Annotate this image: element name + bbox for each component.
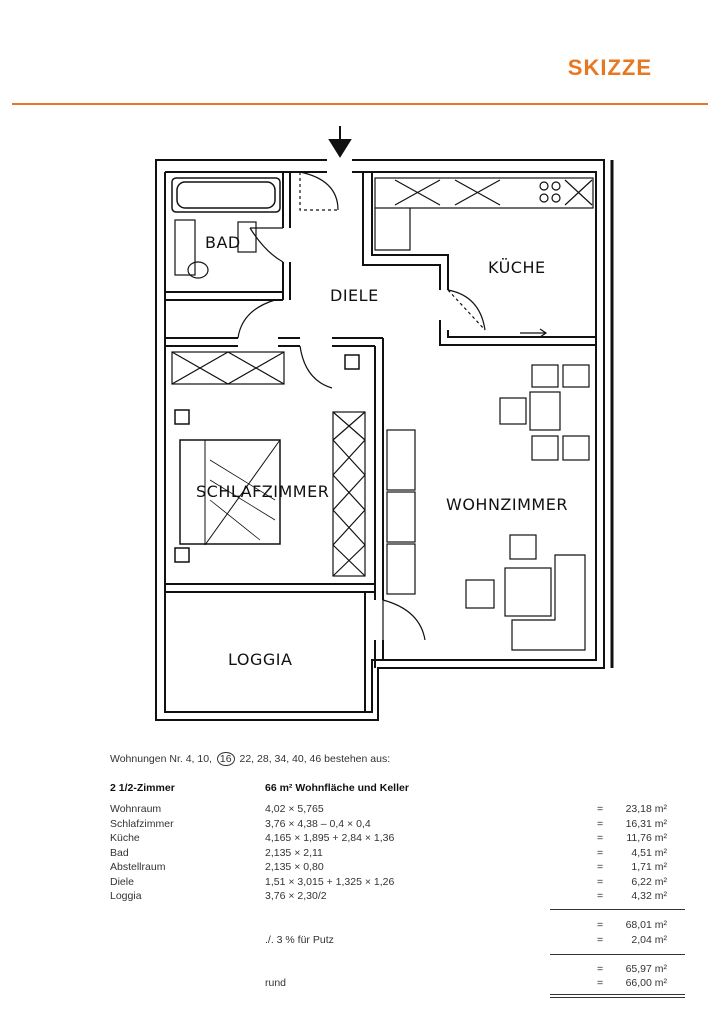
floor-plan: BAD DIELE KÜCHE SCHLAFZIMMER WOHNZIMMER …: [155, 126, 614, 721]
rund-row: rund = 66,00 m²: [110, 977, 685, 991]
subtotal-row: = 68,01 m²: [110, 919, 685, 933]
entrance-arrow-icon: [328, 126, 352, 158]
apartment-type: 2 1/2-Zimmer: [110, 782, 175, 794]
putz-area: 2,04 m²: [631, 934, 667, 946]
double-underline: [550, 994, 685, 995]
equals-sign: =: [597, 817, 604, 830]
apartment-description: 66 m² Wohnfläche und Keller: [265, 782, 409, 794]
room-calculation: 4,02 × 5,765: [265, 803, 324, 815]
putz-label: ./. 3 % für Putz: [265, 934, 334, 946]
room-area: 16,31 m²: [625, 817, 667, 830]
room-area: 4,32 m²: [631, 890, 667, 902]
area-row: Loggia 3,76 × 2,30/2 = 4,32 m²: [110, 890, 685, 904]
type-line: 2 1/2-Zimmer 66 m² Wohnfläche und Keller: [110, 782, 685, 796]
door-swing-icon: [237, 171, 486, 641]
equals-sign: =: [597, 919, 604, 931]
sum-divider: [550, 909, 685, 910]
equals-sign: =: [597, 934, 604, 946]
intro-prefix: Wohnungen Nr. 4, 10,: [110, 753, 212, 765]
header-divider: [12, 103, 708, 105]
kitchen-counter: [374, 177, 594, 251]
area-row: Abstellraum 2,135 × 0,80 = 1,71 m²: [110, 861, 685, 875]
room-calculation: 3,76 × 4,38 – 0,4 × 0,4: [265, 817, 371, 830]
table-icon: [386, 364, 590, 651]
room-calculation: 4,165 × 1,895 + 2,84 × 1,36: [265, 832, 395, 844]
room-area: 1,71 m²: [631, 861, 667, 873]
page-title: SKIZZE: [567, 55, 652, 80]
interior-walls: [165, 172, 596, 712]
wardrobe-icon: [171, 351, 366, 577]
double-underline: [550, 997, 685, 998]
room-label-diele: DIELE: [330, 286, 379, 305]
room-name: Schlafzimmer: [110, 817, 174, 830]
room-label-wohnzimmer: WOHNZIMMER: [446, 495, 568, 514]
kitchen-arrow-icon: [520, 328, 548, 338]
area-row: Wohnraum 4,02 × 5,765 = 23,18 m²: [110, 803, 685, 817]
bathtub-icon: [171, 177, 281, 213]
subtotal-area: 68,01 m²: [625, 919, 667, 931]
area-row: Bad 2,135 × 2,11 = 4,51 m²: [110, 847, 685, 861]
room-name: Abstellraum: [110, 861, 166, 873]
equals-sign: =: [597, 832, 604, 844]
room-label-kueche: KÜCHE: [488, 258, 546, 277]
area-row: Diele 1,51 × 3,015 + 1,325 × 1,26 = 6,22 m²: [110, 876, 685, 890]
room-name: Wohnraum: [110, 803, 162, 815]
putz-row: ./. 3 % für Putz = 2,04 m²: [110, 934, 685, 948]
net-area: 65,97 m²: [625, 963, 667, 975]
equals-sign: =: [597, 846, 604, 859]
equals-sign: =: [597, 861, 604, 873]
room-calculation: 1,51 × 3,015 + 1,325 × 1,26: [265, 875, 395, 888]
room-label-schlafzimmer: SCHLAFZIMMER: [196, 482, 329, 501]
room-area: 23,18 m²: [625, 803, 667, 815]
equals-sign: =: [597, 890, 604, 902]
equals-sign: =: [597, 963, 604, 975]
room-name: Bad: [110, 846, 129, 859]
area-row: Küche 4,165 × 1,895 + 2,84 × 1,36 = 11,76 m…: [110, 832, 685, 846]
sum-divider: [550, 954, 685, 955]
net-row: = 65,97 m²: [110, 963, 685, 977]
equals-sign: =: [597, 977, 604, 989]
room-calculation: 2,135 × 0,80: [265, 861, 324, 873]
room-name: Loggia: [110, 890, 142, 902]
intro-line: Wohnungen Nr. 4, 10, 16 22, 28, 34, 40, …: [110, 752, 390, 766]
intro-suffix: 22, 28, 34, 40, 46 bestehen aus:: [239, 753, 391, 765]
area-row: Schlafzimmer 3,76 × 4,38 – 0,4 × 0,4 = 16,3…: [110, 818, 685, 832]
room-name: Küche: [110, 832, 140, 844]
rund-label: rund: [265, 977, 287, 989]
room-label-loggia: LOGGIA: [228, 650, 292, 669]
bed-icon: [174, 354, 360, 563]
equals-sign: =: [597, 875, 604, 888]
toilet-icon: [174, 219, 257, 279]
room-area: 6,22 m²: [631, 875, 667, 888]
rund-area: 66,00 m²: [625, 977, 667, 989]
room-name: Diele: [110, 875, 134, 888]
stove-icon: [539, 179, 593, 206]
room-calculation: 3,76 × 2,30/2: [265, 890, 327, 902]
equals-sign: =: [597, 803, 604, 815]
room-area: 11,76 m²: [626, 832, 667, 844]
room-label-bad: BAD: [205, 233, 241, 252]
circled-apartment-number: 16: [216, 752, 235, 766]
room-area: 4,51 m²: [631, 846, 667, 859]
room-calculation: 2,135 × 2,11: [265, 846, 323, 859]
